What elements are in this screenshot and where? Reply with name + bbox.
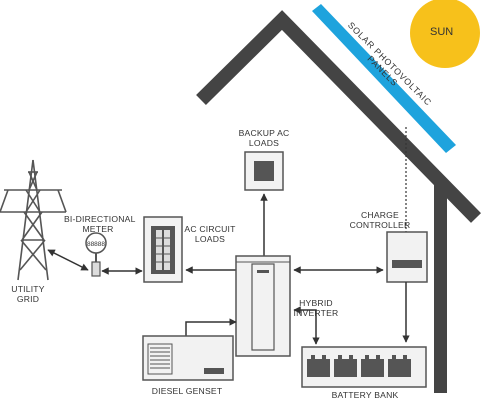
charge-controller [386, 231, 428, 283]
hybrid-inverter-label: HYBRID INVERTER [290, 298, 342, 318]
charge-controller-label: CHARGE CONTROLLER [348, 210, 412, 230]
utility-grid-tower [0, 159, 67, 281]
meter-label-line1: BI-DIRECTIONAL [64, 214, 136, 224]
sun-label: SUN [430, 26, 454, 38]
diesel-genset [142, 335, 234, 381]
arrow-genset-inverter [185, 318, 237, 336]
utility-grid-label: UTILITY GRID [6, 284, 50, 304]
backup-ac-loads-label-line1: BACKUP AC [238, 128, 290, 138]
hybrid-inverter-label-line1: HYBRID [299, 298, 333, 308]
arrow-battery-inverter [293, 306, 320, 345]
meter-label-line2: METER [82, 224, 114, 234]
battery-bank-label: BATTERY BANK [331, 390, 399, 400]
charge-controller-label-line2: CONTROLLER [349, 220, 411, 230]
house-wall [434, 185, 447, 393]
backup-ac-loads-label-line2: LOADS [248, 138, 280, 148]
ac-circuit-loads-label-line2: LOADS [194, 234, 226, 244]
meter-label: BI-DIRECTIONAL METER [64, 214, 136, 234]
ac-circuit-loads-label: AC CIRCUIT LOADS [184, 224, 236, 244]
solar-panels [312, 4, 456, 153]
meter-display: 88888 [87, 241, 105, 248]
arrow-grid-meter [47, 249, 89, 271]
hybrid-inverter [235, 255, 291, 357]
hybrid-inverter-label-line2: INVERTER [293, 308, 339, 318]
bi-directional-meter: 88888 [85, 232, 107, 277]
house-roof [196, 10, 481, 223]
sun [410, 0, 480, 68]
ac-circuit-loads-panel [143, 216, 183, 283]
battery-bank [301, 346, 427, 388]
utility-grid-label-line1: UTILITY [11, 284, 45, 294]
utility-grid-label-line2: GRID [16, 294, 40, 304]
backup-ac-loads-label: BACKUP AC LOADS [234, 128, 294, 148]
charge-controller-label-line1: CHARGE [361, 210, 399, 220]
backup-ac-loads-panel [244, 151, 284, 191]
diesel-genset-label: DIESEL GENSET [151, 386, 223, 396]
ac-circuit-loads-label-line1: AC CIRCUIT [184, 224, 236, 234]
